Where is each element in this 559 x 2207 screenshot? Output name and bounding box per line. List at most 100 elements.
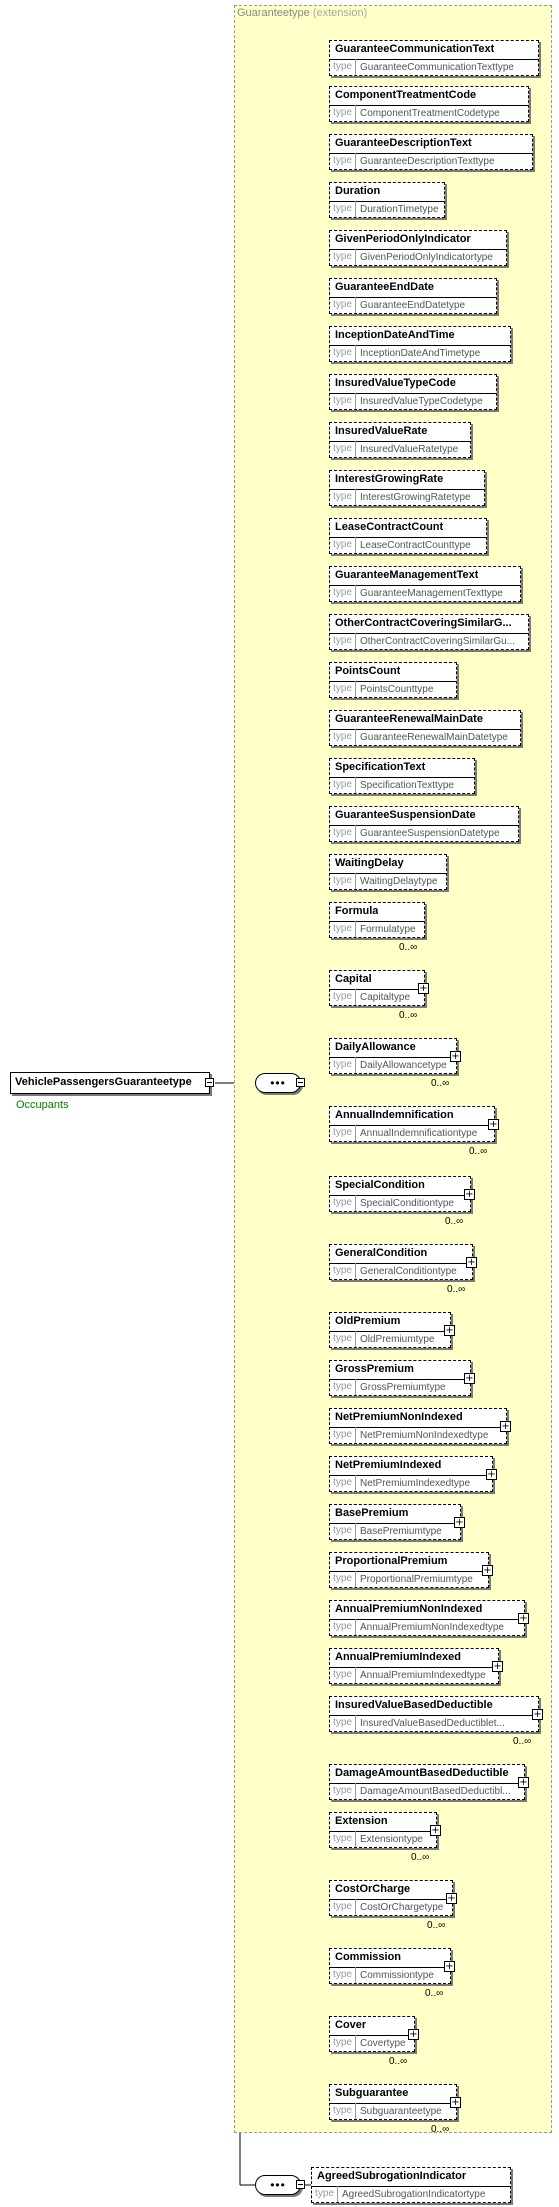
element-divider [330,153,532,154]
element-divider [330,393,496,394]
element-name: Commission [335,1951,402,1963]
element-name: SpecialCondition [335,1179,425,1191]
element-divider [330,1715,538,1716]
sequence-compositor-outer[interactable]: ••• [255,2175,301,2195]
plus-icon[interactable]: + [444,1961,455,1972]
element-type: GuaranteeCommunicationTexttype [360,62,514,73]
element-divider [330,537,486,538]
minus-icon[interactable] [296,2180,305,2189]
element-name: ComponentTreatmentCode [335,89,477,101]
plus-icon[interactable]: + [418,983,429,994]
plus-icon[interactable]: + [492,1661,503,1672]
plus-icon[interactable]: + [450,1051,461,1062]
occurrence-label: 0..∞ [425,1988,444,1999]
element-type: OtherContractCoveringSimilarGu... [360,636,516,647]
plus-icon[interactable]: + [518,1777,529,1788]
plus-icon[interactable]: + [446,1893,457,1904]
element-divider [330,681,456,682]
type-keyword: type [330,633,356,649]
plus-icon[interactable]: + [466,1257,477,1268]
minus-icon[interactable] [205,1078,214,1087]
type-keyword: type [330,249,356,265]
element-name: SpecificationText [335,761,426,773]
element-type: InsuredValueTypeCodetype [360,396,483,407]
plus-icon[interactable]: + [430,1825,441,1836]
element-name: Cover [335,2019,367,2031]
root-element[interactable]: VehiclePassengersGuaranteetype [10,1072,210,1094]
plus-icon[interactable]: + [486,1469,497,1480]
type-keyword: type [330,201,356,217]
element-name: InsuredValueRate [335,425,428,437]
plus-icon[interactable]: + [454,1517,465,1528]
plus-icon[interactable]: + [444,1325,455,1336]
sequence-compositor[interactable]: ••• [255,1073,301,1093]
element-divider [330,1571,488,1572]
sequence-compositor-icon: ••• [270,2178,286,2192]
type-keyword: type [330,729,356,745]
element-divider [330,2103,456,2104]
plus-icon[interactable]: + [464,1189,475,1200]
plus-icon[interactable]: + [450,2097,461,2108]
minus-icon[interactable] [296,1078,305,1087]
element-type: AnnualIndemnificationtype [360,1128,478,1139]
plus-icon[interactable]: + [408,2029,419,2040]
plus-icon[interactable]: + [518,1613,529,1624]
element-name: InterestGrowingRate [335,473,444,485]
plus-icon[interactable]: + [532,1709,543,1720]
element-name: GuaranteeRenewalMainDate [335,713,483,725]
element-divider [330,1619,524,1620]
element-name: GivenPeriodOnlyIndicator [335,233,471,245]
plus-icon[interactable]: + [464,1373,475,1384]
element-name: AgreedSubrogationIndicator [317,2170,467,2182]
element-divider [330,633,528,634]
plus-icon[interactable]: + [500,1421,511,1432]
plus-icon[interactable]: + [482,1565,493,1576]
plus-icon[interactable]: + [488,1119,499,1130]
element-name: WaitingDelay [335,857,404,869]
element-type: NetPremiumNonIndexedtype [360,1430,489,1441]
element-name: PointsCount [335,665,401,677]
element-name: AnnualIndemnification [335,1109,454,1121]
